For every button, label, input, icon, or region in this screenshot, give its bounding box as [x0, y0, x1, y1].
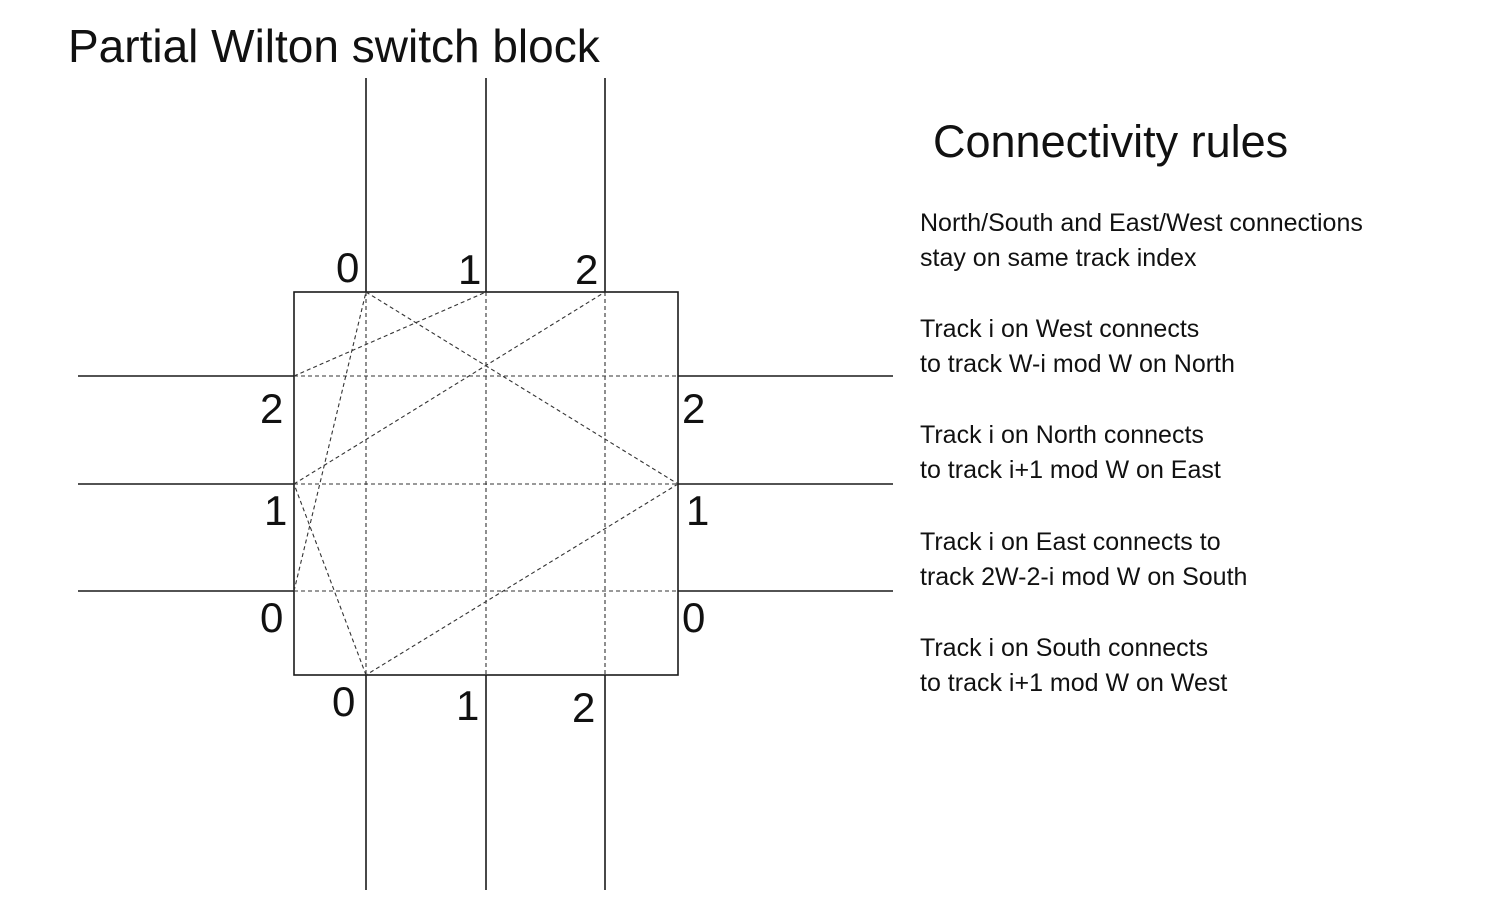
west-label-1: 1 — [264, 487, 287, 534]
west-label-0: 0 — [260, 594, 283, 641]
south-label-1: 1 — [456, 682, 479, 729]
rule-line: Track i on North connects — [920, 421, 1204, 449]
connection-west0-north0 — [293, 291, 367, 592]
rule-line: track 2W-2-i mod W on South — [920, 563, 1248, 591]
rule-item: Track i on East connects to track 2W-2-i… — [920, 525, 1247, 595]
connection-west1-north2 — [293, 291, 606, 485]
rule-item: Track i on South connects to track i+1 m… — [920, 631, 1227, 701]
east-label-2: 2 — [682, 385, 705, 432]
north-label-0: 0 — [336, 244, 359, 291]
rule-line: Track i on South connects — [920, 634, 1209, 662]
east-label-0: 0 — [682, 594, 705, 641]
north-label-2: 2 — [575, 246, 598, 293]
rules-heading: Connectivity rules — [933, 116, 1289, 167]
south-label-2: 2 — [572, 684, 595, 731]
rule-line: to track i+1 mod W on West — [920, 669, 1228, 697]
rule-line: stay on same track index — [920, 244, 1197, 272]
south-label-0: 0 — [332, 678, 355, 725]
diagram-title: Partial Wilton switch block — [68, 20, 600, 72]
west-label-2: 2 — [260, 385, 283, 432]
rule-line: Track i on East connects to — [920, 528, 1221, 556]
connection-north0-east1 — [365, 291, 679, 485]
east-label-1: 1 — [686, 487, 709, 534]
rule-line: Track i on West connects — [920, 315, 1200, 343]
switch-block-diagram: 0 1 2 0 1 2 2 1 0 2 1 0 — [78, 78, 893, 890]
rule-item: Track i on West connects to track W-i mo… — [920, 312, 1235, 382]
connection-east1-south0 — [365, 483, 679, 676]
connection-south0-west1 — [293, 483, 367, 676]
north-label-1: 1 — [458, 246, 481, 293]
rule-line: to track W-i mod W on North — [920, 350, 1235, 378]
rule-item: Track i on North connects to track i+1 m… — [920, 418, 1221, 488]
rule-item: North/South and East/West connections st… — [920, 206, 1363, 276]
rule-line: to track i+1 mod W on East — [920, 456, 1221, 484]
rule-line: North/South and East/West connections — [920, 209, 1363, 237]
